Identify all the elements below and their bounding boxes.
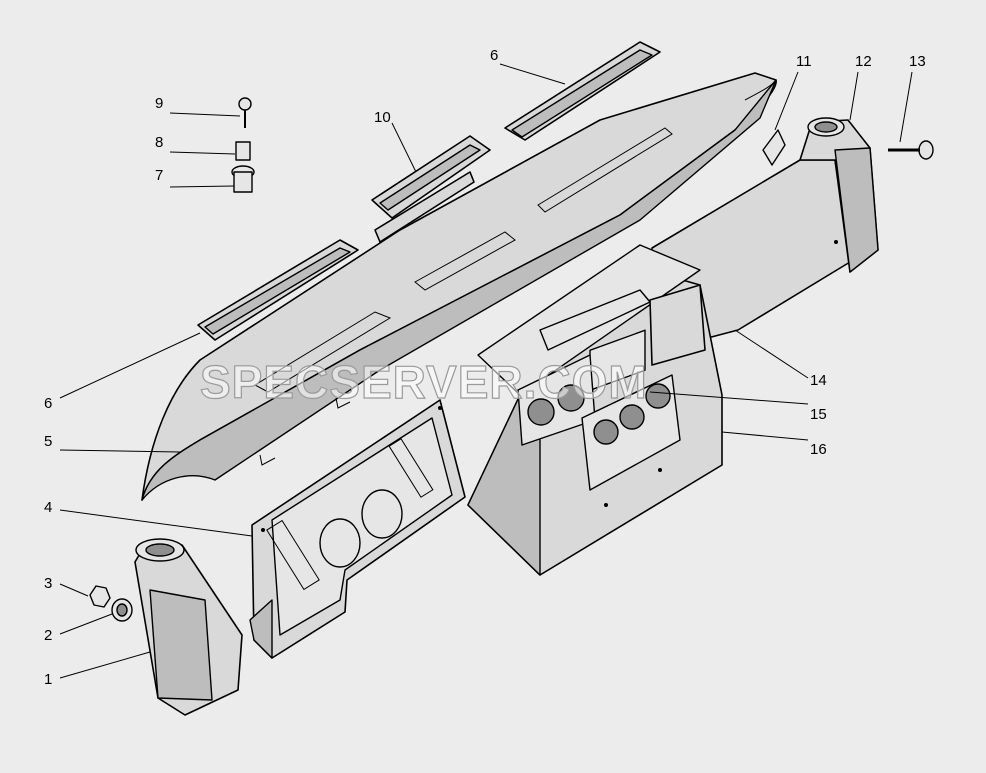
part-11-clip [762,129,786,166]
callout-9: 9 [155,95,163,112]
part-9-screw [238,97,252,128]
callout-14: 14 [810,372,827,389]
part-12-end-cap [799,117,879,273]
part-1-left-end-piece [134,538,243,716]
part-6-lower-grille [197,239,359,341]
callout-6-lower: 6 [44,395,52,412]
callout-16: 16 [810,441,827,458]
callout-3: 3 [44,575,52,592]
callout-4: 4 [44,499,52,516]
part-16-center-console [467,244,723,576]
callout-2: 2 [44,627,52,644]
callout-15: 15 [810,406,827,423]
part-5-top-panel [141,72,777,501]
part-4-instrument-panel [249,399,466,659]
callout-5: 5 [44,433,52,450]
part-3-nut [89,585,111,608]
part-6-upper-grille [504,41,661,141]
callout-12: 12 [855,53,872,70]
callout-6-upper: 6 [490,47,498,64]
part-7-bushing [231,165,255,193]
part-2-washer [111,598,133,622]
part-8-clip [235,141,251,161]
leader-lines [59,63,913,679]
callout-11: 11 [796,53,812,70]
callout-1: 1 [44,671,52,688]
watermark-text: SPECSERVER.COM [200,356,648,408]
callout-7: 7 [155,167,163,184]
callout-13: 13 [909,53,926,70]
part-13-screw [888,140,934,160]
part-10-grille [371,135,491,243]
callout-10: 10 [374,109,391,126]
callout-8: 8 [155,134,163,151]
callout-labels: 1 2 3 4 5 6 6 7 8 9 10 11 12 13 14 15 16 [44,47,926,688]
